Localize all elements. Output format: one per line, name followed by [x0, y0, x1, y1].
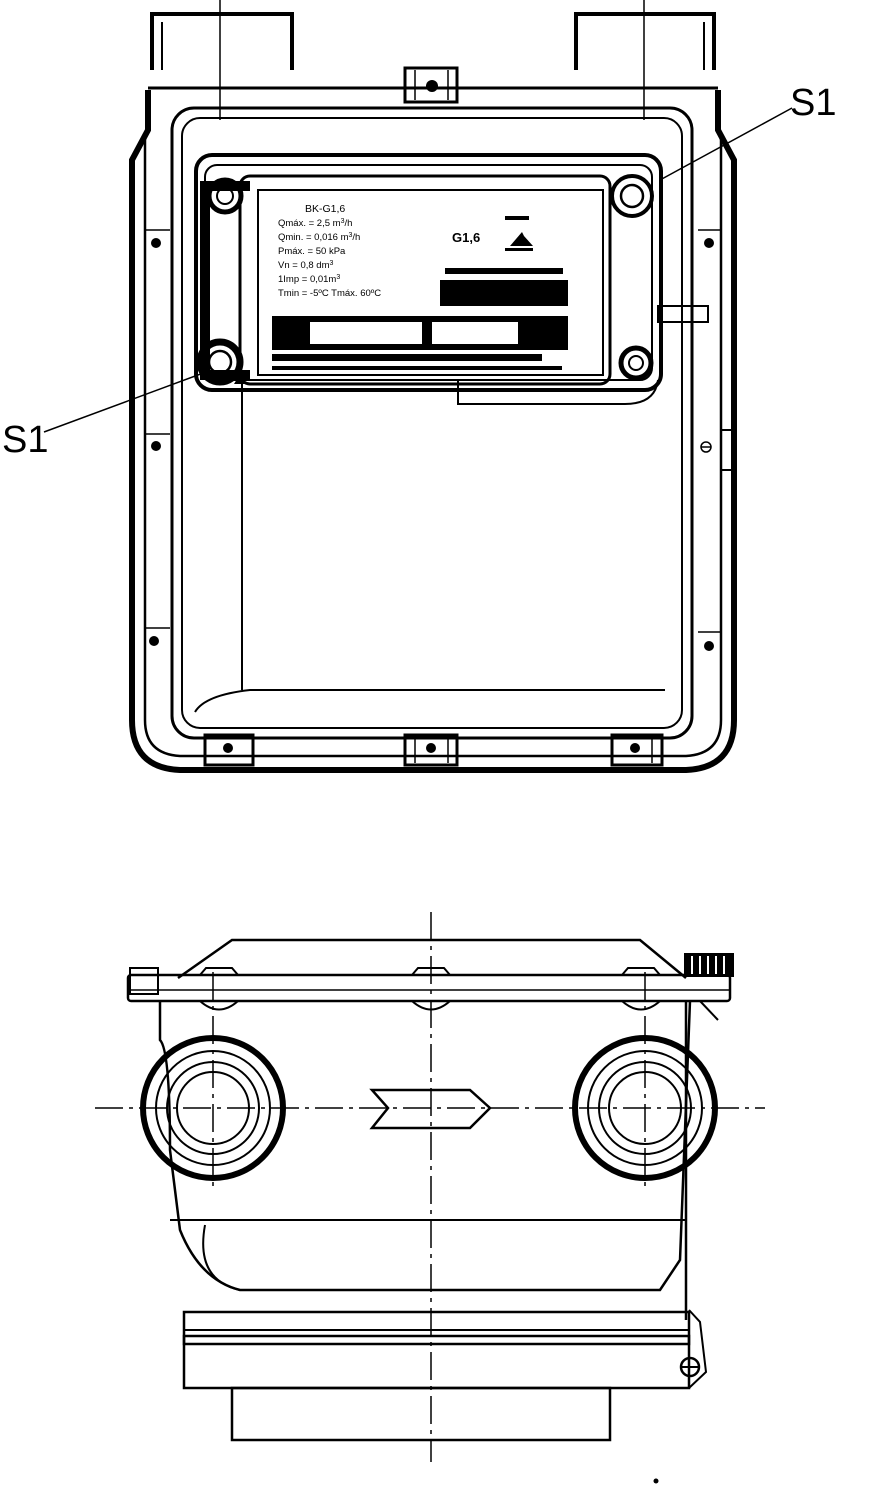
top-bolt-tab [403, 66, 459, 104]
counter-housing [194, 153, 663, 392]
right-top-tab [574, 12, 716, 70]
bottom-bolt-tabs [203, 733, 664, 767]
left-top-tab [150, 12, 294, 70]
cover-hump [177, 938, 687, 980]
screw-head-icon [426, 80, 438, 92]
screw-top-left [206, 177, 244, 215]
callout-s1-left: S1 [2, 419, 48, 461]
counter-window [432, 322, 518, 344]
screw-bottom-left [196, 338, 244, 386]
front-view: BK-G1,6 Qmáx. = 2,5 m3/h Qmin. = 0,016 m… [2, 0, 836, 773]
nameplate-lines: Qmáx. = 2,5 m3/h Qmin. = 0,016 m3/h Pmáx… [278, 218, 381, 300]
flow-direction-arrow-icon [369, 1088, 492, 1130]
nameplate-line: Tmin = -5ºC Tmáx. 60ºC [278, 288, 381, 299]
base-foot [230, 1386, 612, 1442]
counter-window [310, 322, 422, 344]
nameplate-line: Vn = 0,8 dm3 [278, 260, 334, 272]
nameplate-model: BK-G1,6 [305, 203, 345, 215]
flange [126, 973, 732, 1003]
top-view [95, 912, 765, 1462]
manufacturer-logo-icon [505, 216, 533, 251]
nameplate-line: Qmáx. = 2,5 m3/h [278, 218, 352, 230]
serial-number-mark [445, 268, 563, 274]
callout-leader [659, 107, 793, 181]
nameplate-size: G1,6 [452, 230, 480, 245]
speck [653, 1478, 659, 1484]
callout-s1-top-right: S1 [790, 82, 836, 124]
side-bolts-right [698, 229, 720, 651]
screw-bottom-right [618, 345, 654, 381]
nameplate-line: Qmin. = 0,016 m3/h [278, 232, 360, 244]
base-plate [182, 1310, 691, 1346]
nameplate-line: Pmáx. = 50 kPa [278, 246, 346, 257]
callout-leader [43, 371, 207, 433]
meter-body-outline [129, 90, 737, 773]
inner-cover [170, 106, 694, 740]
screw-top-right [610, 174, 654, 218]
nameplate-line: 1Imp = 0,01m3 [278, 274, 340, 286]
side-bolts-left [146, 229, 170, 646]
barcode-block [440, 280, 568, 306]
